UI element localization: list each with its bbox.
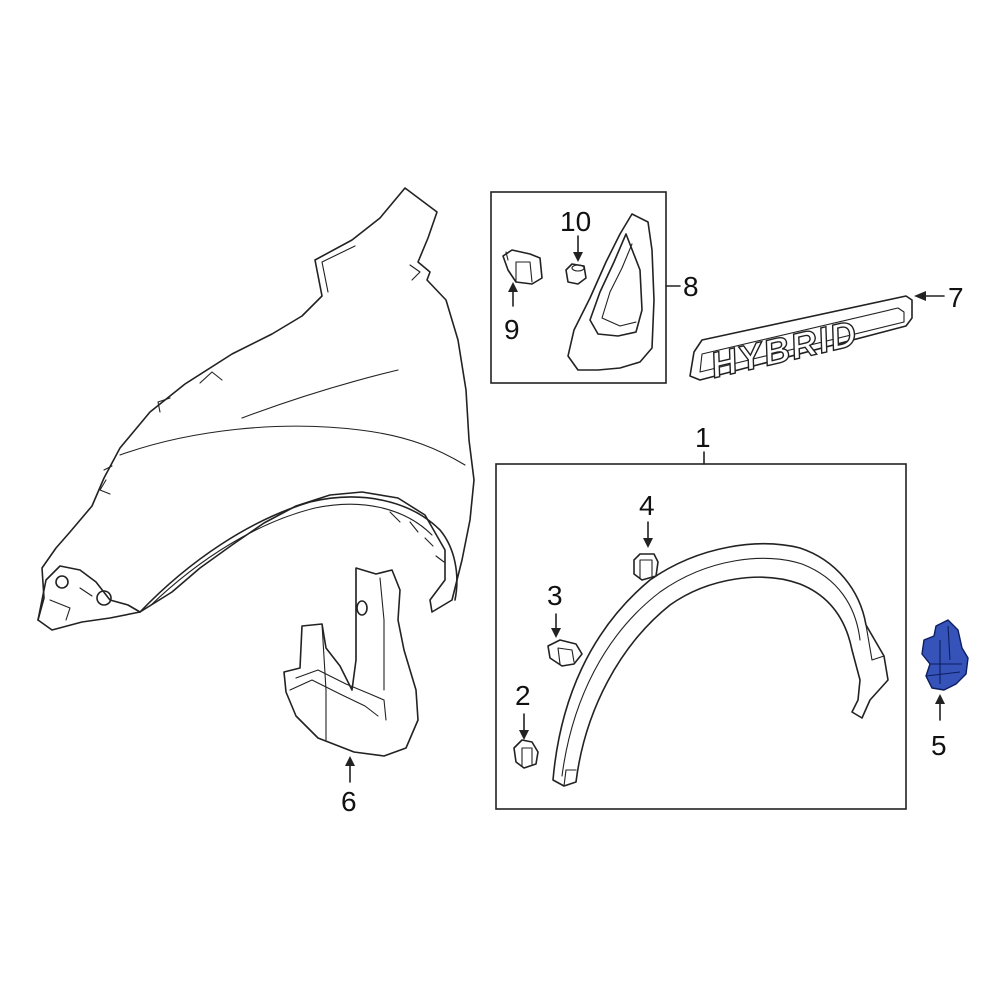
arrow-2	[519, 730, 529, 740]
fender	[37, 187, 475, 631]
clip-2	[513, 739, 539, 769]
wheel-arch-molding	[552, 543, 889, 787]
callout-1: 1	[695, 422, 711, 453]
box-1	[495, 463, 907, 810]
clip-3	[547, 639, 583, 667]
callout-7: 7	[948, 282, 964, 313]
clip-9	[502, 249, 543, 285]
clip-4	[633, 553, 659, 581]
callout-9: 9	[504, 314, 520, 345]
callout-2: 2	[515, 680, 531, 711]
grommet-10	[565, 263, 587, 285]
arrow-9	[508, 282, 518, 292]
arrow-5	[935, 694, 945, 704]
callout-4: 4	[639, 490, 655, 521]
arrow-6	[345, 756, 355, 766]
hybrid-emblem: HYBRID	[689, 295, 913, 386]
mud-guard	[283, 567, 419, 757]
arrow-7	[914, 291, 926, 301]
box-8	[490, 191, 667, 384]
callout-5: 5	[931, 730, 947, 761]
callout-3: 3	[547, 580, 563, 611]
mirror-garnish	[567, 213, 655, 371]
callout-8: 8	[683, 271, 699, 302]
callout-10: 10	[560, 206, 592, 237]
arrow-10	[573, 252, 583, 262]
arrow-4	[643, 538, 653, 548]
highlighted-bracket-5	[921, 619, 969, 691]
arrow-3	[551, 628, 561, 638]
callout-6: 6	[341, 786, 357, 817]
